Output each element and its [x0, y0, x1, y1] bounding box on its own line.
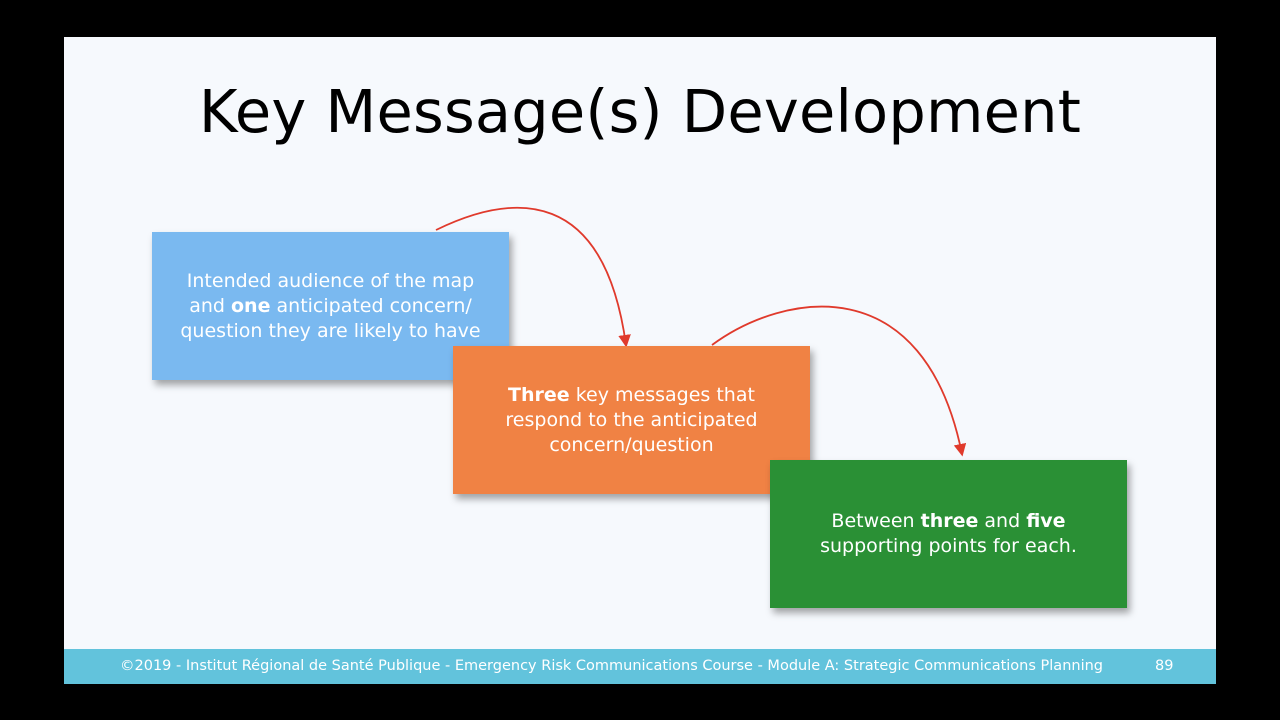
- box3-line2: supporting points for each.: [820, 535, 1077, 557]
- box2-line1-after: key messages that: [569, 383, 755, 406]
- box1-line2-bold: one: [231, 294, 271, 317]
- audience-concern-text: Intended audience of the map and one ant…: [180, 269, 480, 344]
- supporting-points-text: Between three and five supporting points…: [820, 509, 1077, 559]
- box1-line2-before: and: [189, 294, 231, 317]
- footer-bar: ©2019 - Institut Régional de Santé Publi…: [64, 649, 1216, 684]
- key-messages-box: Three key messages that respond to the a…: [453, 346, 810, 494]
- box3-line1-bold1: three: [920, 510, 979, 532]
- box1-line1: Intended audience of the map: [186, 269, 475, 292]
- box2-line3: concern/question: [549, 433, 714, 456]
- box1-line3: question they are likely to have: [180, 319, 481, 342]
- footer-copyright: ©2019 - Institut Régional de Santé Publi…: [120, 658, 1103, 674]
- slide-title: Key Message(s) Development: [198, 77, 1082, 146]
- audience-concern-box: Intended audience of the map and one ant…: [152, 232, 509, 380]
- box1-line2-after: anticipated concern/: [270, 294, 472, 317]
- box3-line1-before: Between: [831, 510, 921, 532]
- key-messages-text: Three key messages that respond to the a…: [505, 383, 757, 458]
- page-number: 89: [1155, 658, 1174, 674]
- box2-line1-bold: Three: [508, 383, 570, 406]
- supporting-points-box: Between three and five supporting points…: [770, 460, 1127, 608]
- box3-line1-bold2: five: [1026, 510, 1066, 532]
- box2-line2: respond to the anticipated: [505, 408, 758, 431]
- slide: Key Message(s) Development Intended audi…: [64, 37, 1216, 684]
- box3-line1-mid: and: [978, 510, 1027, 532]
